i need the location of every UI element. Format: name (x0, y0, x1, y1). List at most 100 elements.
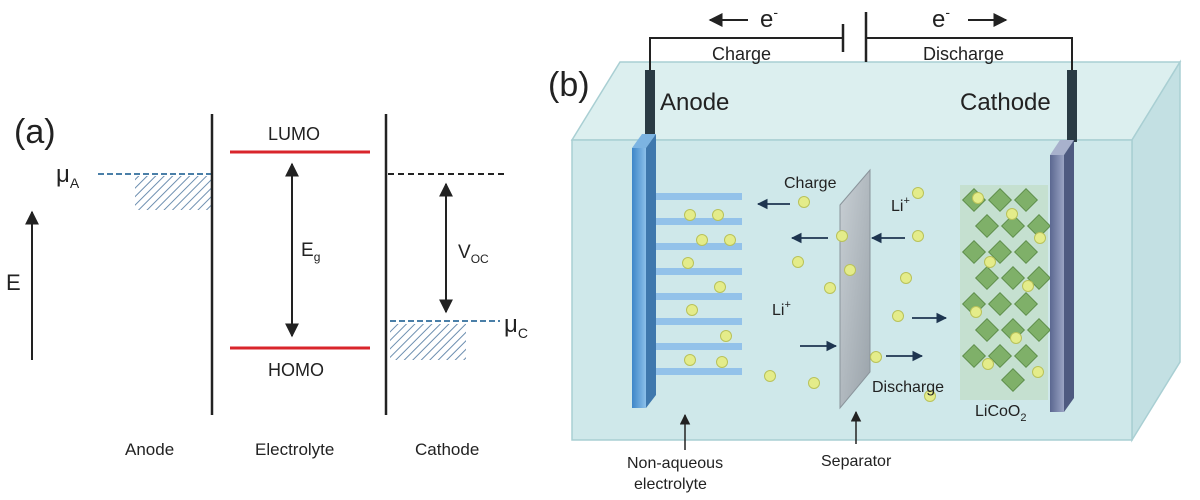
cathode-electrode (1050, 155, 1064, 412)
li-ion (972, 192, 984, 204)
li-ion (900, 272, 912, 284)
panel-b-label: (b) (548, 66, 590, 104)
anode-graphite-layers (656, 193, 742, 375)
column-label-electrolyte: Electrolyte (255, 440, 334, 459)
li-ion (970, 306, 982, 318)
cathode-tab (1067, 70, 1077, 142)
cathode-label: Cathode (960, 89, 1051, 116)
li-ion (696, 234, 708, 246)
crystal (974, 265, 1000, 291)
anode-label: Anode (660, 89, 729, 116)
li-ion (714, 281, 726, 293)
panel-b: (b) e- e- Charge Discharge Anode Cathode (548, 4, 1182, 493)
li-ion (1034, 232, 1046, 244)
separator-label: Separator (821, 453, 892, 470)
li-ion (798, 196, 810, 208)
li-ion (824, 282, 836, 294)
crystal (1000, 367, 1026, 393)
licoo2-crystal-lattice (960, 185, 1052, 400)
anode-electrode (632, 148, 646, 408)
crystal (1000, 213, 1026, 239)
li-ion-label-mid: Li+ (772, 299, 791, 319)
graphite-layer (656, 293, 742, 300)
li-ion (684, 354, 696, 366)
anode-side-edge (646, 134, 656, 408)
li-ion (682, 257, 694, 269)
crystal (1026, 213, 1052, 239)
energy-axis-label: E (6, 270, 21, 295)
li-ion-label-top: Li+ (891, 195, 910, 215)
electron-label-left: e- (760, 4, 778, 33)
crystal (1000, 265, 1026, 291)
electrolyte-label-line1: Non-aqueous (627, 455, 723, 472)
electron-label-right: e- (932, 4, 950, 33)
cathode-top-edge (1050, 140, 1074, 155)
homo-label: HOMO (268, 360, 324, 380)
li-ion (1010, 332, 1022, 344)
li-ion (808, 377, 820, 389)
li-ion (720, 330, 732, 342)
cathode-side-edge (1064, 140, 1074, 412)
crystal (987, 343, 1013, 369)
anode-top-edge (632, 134, 656, 148)
electrolyte-label-line2: electrolyte (634, 476, 707, 493)
li-ion (984, 256, 996, 268)
band-gap-label: Eg (301, 240, 320, 264)
graphite-layer (656, 318, 742, 325)
li-ion (844, 264, 856, 276)
crystal (961, 343, 987, 369)
graphite-layer (656, 268, 742, 275)
crystal (1013, 187, 1039, 213)
crystal (987, 291, 1013, 317)
li-ion (1032, 366, 1044, 378)
column-label-anode: Anode (125, 440, 174, 459)
crystal (974, 213, 1000, 239)
li-ion (1006, 208, 1018, 220)
lithium-ions (682, 187, 1046, 402)
li-ion (982, 358, 994, 370)
li-ion (912, 187, 924, 199)
anode-filled-states (135, 176, 211, 210)
circuit-label-charge: Charge (712, 44, 771, 64)
li-ion (1022, 280, 1034, 292)
lumo-label: LUMO (268, 124, 320, 144)
li-ion (764, 370, 776, 382)
anode-tab (645, 70, 655, 136)
crystal (974, 317, 1000, 343)
li-ion (924, 390, 936, 402)
mu-a-label: μA (56, 161, 80, 191)
panel-a-label: (a) (14, 113, 56, 151)
cathode-filled-states (390, 324, 466, 360)
li-ion (686, 304, 698, 316)
li-ion (684, 209, 696, 221)
separator-membrane (839, 168, 871, 410)
li-ion (892, 310, 904, 322)
graphite-layer (656, 218, 742, 225)
column-label-cathode: Cathode (415, 440, 479, 459)
li-ion (912, 230, 924, 242)
circuit-label-discharge: Discharge (923, 44, 1004, 64)
crystal (1026, 317, 1052, 343)
panel-a: (a) E μA LUMO HOMO Eg VOC μC Anode Elect… (6, 113, 528, 459)
crystal (961, 239, 987, 265)
licoo2-label: LiCoO2 (975, 403, 1026, 424)
crystal (987, 187, 1013, 213)
li-ion (792, 256, 804, 268)
li-ion (716, 356, 728, 368)
graphite-layer (656, 193, 742, 200)
li-ion (724, 234, 736, 246)
graphite-layer (656, 368, 742, 375)
crystal (1013, 343, 1039, 369)
li-ion (870, 351, 882, 363)
crystal (987, 239, 1013, 265)
discharge-direction-label: Discharge (872, 379, 944, 396)
li-ion (836, 230, 848, 242)
mu-c-label: μC (504, 311, 528, 341)
charge-direction-label: Charge (784, 175, 837, 192)
li-ion (712, 209, 724, 221)
crystal (1013, 291, 1039, 317)
voc-label: VOC (458, 242, 489, 266)
graphite-layer (656, 343, 742, 350)
graphite-layer (656, 243, 742, 250)
